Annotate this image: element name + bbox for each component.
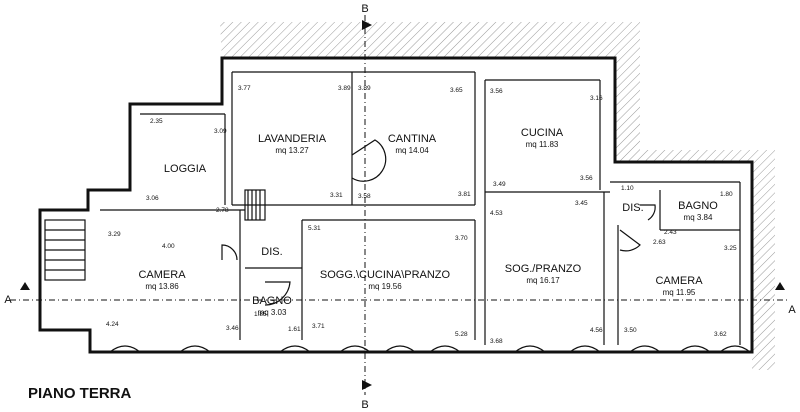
section-label-a-right: A [788,304,796,316]
room-camera-right-area: mq 11.95 [663,288,696,297]
room-cucina-area: mq 11.83 [526,140,559,149]
interior-walls [100,71,741,345]
room-labels: LAVANDERIA mq 13.27 CANTINA mq 14.04 CUC… [138,127,718,317]
dim-cr-br: 3.62 [714,331,727,338]
stairs [44,189,266,281]
dim-lav-tl: 3.77 [238,85,251,92]
dim-br-bl: 2.63 [653,239,666,246]
dim-cr-tr: 3.25 [724,245,737,252]
room-dis-right-name: DIS. [622,202,643,214]
room-sog-pranzo-area: mq 16.17 [526,276,560,285]
dim-bag-r: 1.61 [288,326,301,333]
dim-can-bl: 3.58 [358,193,371,200]
dim-cuc-bl: 3.49 [493,181,506,188]
dim-cam-tl: 3.29 [108,231,121,238]
dim-sog-tr: 3.70 [455,235,468,242]
room-soggiorno-area: mq 19.56 [368,282,402,291]
section-lines [10,15,790,395]
floor-title: PIANO TERRA [28,385,132,402]
dim-log-tr: 3.09 [214,128,227,135]
dim-can-tr: 3.65 [450,87,463,94]
dim-cuc-tl: 3.56 [490,88,503,95]
room-cucina-name: CUCINA [521,127,564,139]
room-camera-left-name: CAMERA [138,269,186,281]
room-bagno-right-name: BAGNO [678,200,718,212]
dim-can-tl: 3.89 [358,85,371,92]
section-label-b-top: B [361,3,368,15]
section-label-b-bottom: B [361,399,368,411]
dim-sp-tl: 4.53 [490,210,503,217]
dim-cam-top: 4.00 [162,243,175,250]
dim-sog-tl: 5.31 [308,225,321,232]
dim-br-tl: 1.10 [621,185,634,192]
room-cantina-name: CANTINA [388,133,437,145]
room-loggia-name: LOGGIA [164,163,207,175]
dim-cuc-tr: 3.16 [590,95,603,102]
room-bagno-left-area: mq 3.03 [258,308,287,317]
dim-lav-br: 3.31 [330,192,343,199]
dim-cam-br: 3.46 [226,325,239,332]
dim-sog-br: 5.28 [455,331,468,338]
dim-br-bm: 2.43 [664,229,677,236]
dim-sp-top: 3.45 [575,200,588,207]
dim-cam-bl: 4.24 [106,321,119,328]
section-label-a-left: A [4,294,12,306]
dim-log-bl: 3.06 [146,195,159,202]
room-dis-left-name: DIS. [261,246,282,258]
dim-cuc-br: 3.56 [580,175,593,182]
room-lavanderia-area: mq 13.27 [275,146,309,155]
room-lavanderia-name: LAVANDERIA [258,133,327,145]
dim-log-br: 2.78 [216,207,229,214]
terrain-hatch [220,22,775,370]
dim-br-tr: 1.80 [720,191,733,198]
dim-can-br: 3.81 [458,191,471,198]
dim-sp-bl: 3.68 [490,338,503,345]
room-bagno-left-name: BAGNO [252,295,292,307]
room-soggiorno-name: SOGG.\CUCINA\PRANZO [320,269,451,281]
dim-sp-br: 4.56 [590,327,603,334]
door-swings [221,139,656,306]
room-camera-left-area: mq 13.86 [145,282,179,291]
dim-cr-bl: 3.50 [624,327,637,334]
dim-lav-tr: 3.89 [338,85,351,92]
bottom-windows [109,345,751,353]
room-sog-pranzo-name: SOG./PRANZO [505,263,582,275]
room-cantina-area: mq 14.04 [395,146,429,155]
dim-log-tl: 2.35 [150,118,163,125]
dim-bag-l: 1.85 [254,311,267,318]
room-bagno-right-area: mq 3.84 [684,213,713,222]
room-camera-right-name: CAMERA [655,275,703,287]
dimension-labels: 3.77 3.89 3.31 3.89 3.65 3.58 3.81 3.56 … [106,85,737,345]
dim-sog-bl: 3.71 [312,323,325,330]
